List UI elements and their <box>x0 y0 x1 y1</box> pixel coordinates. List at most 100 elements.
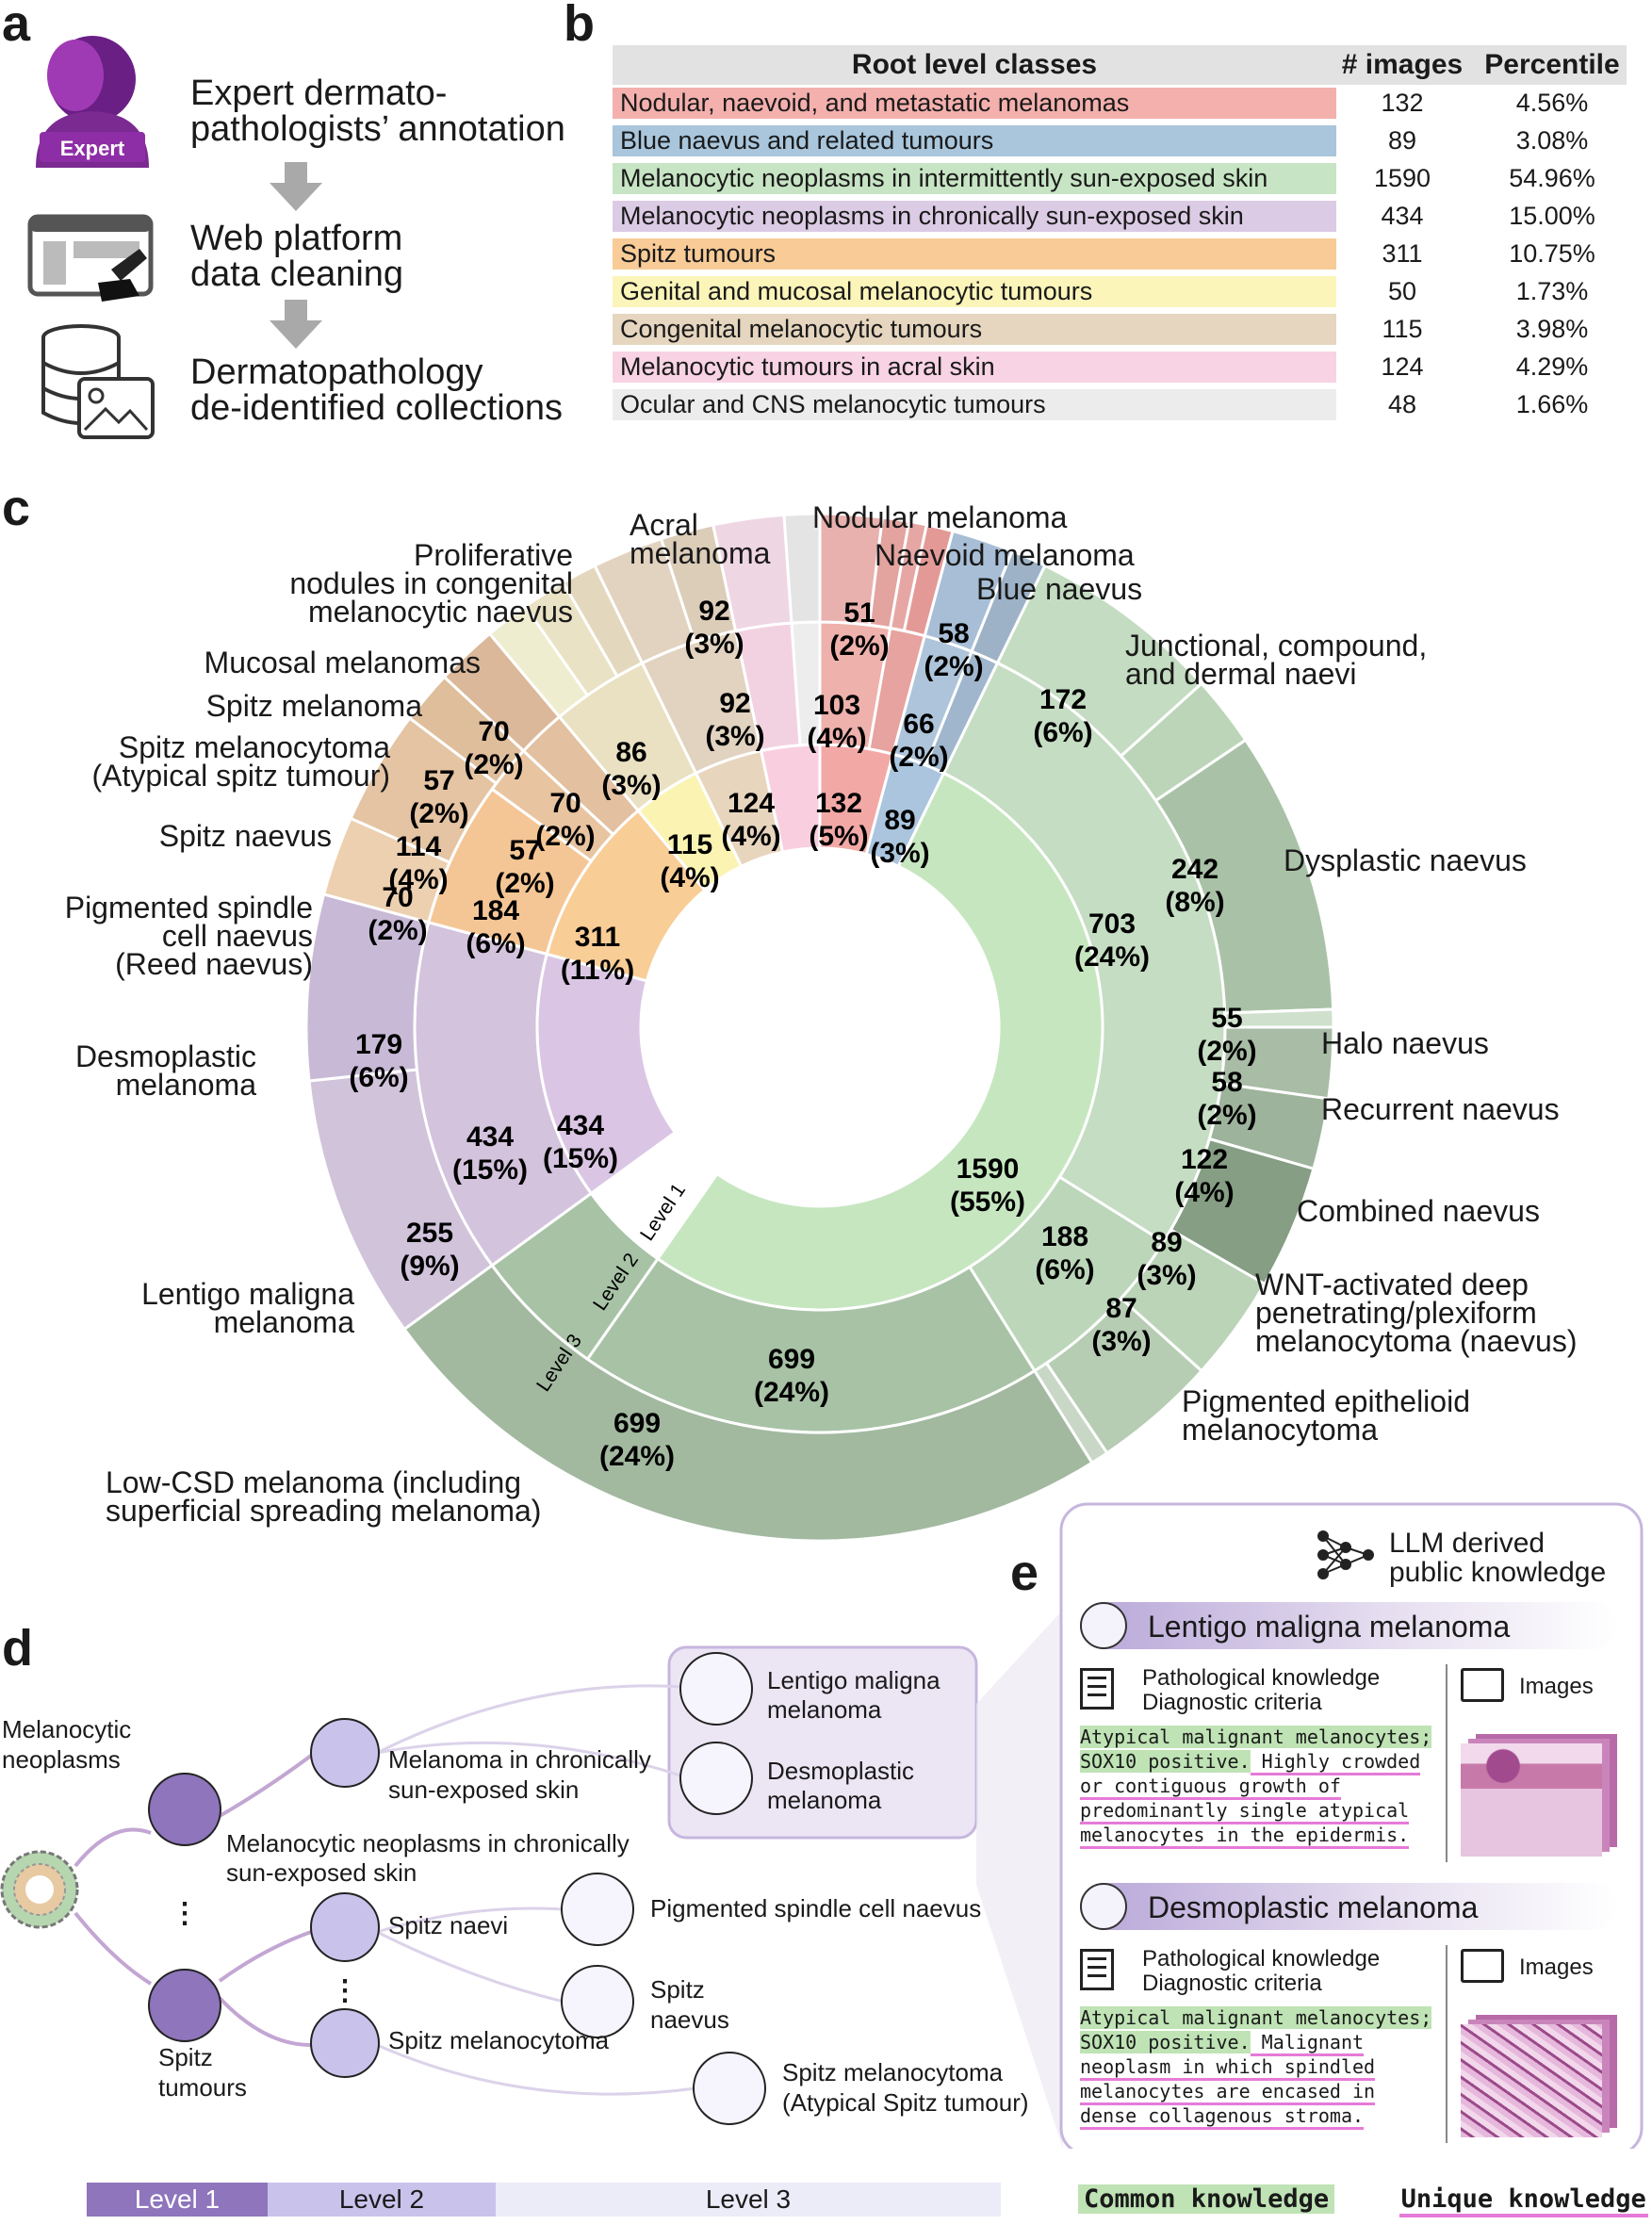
common-knowledge-text: SOX10 positive. <box>1080 2031 1251 2053</box>
legend-level3: Level 3 <box>496 2183 1001 2217</box>
diagnostic-text: Atypical malignant melanocytes;SOX10 pos… <box>1080 2005 1448 2130</box>
table-header: Root level classes # images Percentile <box>613 45 1627 85</box>
level-legend: Level 1 Level 2 Level 3 <box>87 2183 1001 2217</box>
class-table: Root level classes # images Percentile N… <box>613 45 1627 424</box>
image-count-cell: 124 <box>1381 352 1424 381</box>
class-name-cell: Ocular and CNS melanocytic tumours <box>613 389 1336 420</box>
wedge-value-label: 57(2%) <box>495 835 554 899</box>
percentile-cell: 4.56% <box>1515 89 1589 117</box>
text-line: SOX10 positive. Malignant <box>1080 2030 1448 2056</box>
category-label: Junctional, compound,and dermal naevi <box>1125 629 1427 691</box>
card-title-bar <box>1080 1602 1617 1649</box>
percentile-cell: 4.29% <box>1515 352 1589 381</box>
wedge-value-label: 58(2%) <box>924 618 983 682</box>
level3-segment <box>782 512 822 625</box>
wedge-value-label: 434(15%) <box>452 1121 528 1186</box>
image-icon <box>1461 1668 1504 1702</box>
wedge-value-label: 57(2%) <box>409 765 468 829</box>
panel-a-icons: Expert <box>27 36 322 439</box>
diagnostic-text: Atypical malignant melanocytes;SOX10 pos… <box>1080 1725 1448 1849</box>
sunburst-chart: 132(5%)89(3%)1590(55%)434(15%)311(11%)11… <box>65 500 1577 1543</box>
percentile-cell: 10.75% <box>1509 239 1595 268</box>
level3-node <box>679 1742 753 1815</box>
text-line: melanocytes in the epidermis. <box>1080 1823 1448 1849</box>
level1-node <box>148 1773 221 1846</box>
document-icon <box>1080 1949 1114 1990</box>
tree-connectors <box>74 1754 313 2047</box>
wedge-value-label: 89(3%) <box>1137 1227 1196 1291</box>
text-line: dense collagenous stroma. <box>1080 2103 1448 2130</box>
wedge-value-label: 122(4%) <box>1174 1144 1234 1208</box>
unique-knowledge-text: or contiguous growth of <box>1080 1775 1341 1800</box>
flow-arrow-icon <box>270 162 322 349</box>
percentile-cell: 1.73% <box>1515 277 1589 305</box>
common-knowledge-text: Atypical malignant melanocytes; <box>1080 2006 1432 2029</box>
text-line: neoplasm in which spindled <box>1080 2054 1448 2081</box>
wedge-value-label: 179(6%) <box>349 1029 408 1093</box>
wedge-value-label: 703(24%) <box>1074 908 1150 973</box>
category-label: Naevoid melanoma <box>875 538 1135 572</box>
wedge-value-label: 124(4%) <box>721 788 780 852</box>
level2-label: Spitz melanocytoma <box>388 2026 610 2054</box>
image-count-cell: 311 <box>1382 239 1423 268</box>
text-line: melanocytes are encased in <box>1080 2079 1448 2105</box>
wedge-value-label: 255(9%) <box>400 1218 459 1282</box>
category-label: Spitz melanocytoma(Atypical spitz tumour… <box>91 730 390 793</box>
level2-node <box>310 2008 380 2078</box>
class-name-cell: Congenital melanocytic tumours <box>613 314 1336 345</box>
wedge-value-label: 70(2%) <box>464 716 523 780</box>
card-bullet <box>1080 1883 1127 1930</box>
panel-letter-b: b <box>564 0 595 52</box>
table-body: Nodular, naevoid, and metastatic melanom… <box>613 85 1627 424</box>
unique-knowledge-text: dense collagenous stroma. <box>1080 2104 1365 2130</box>
level2-node <box>310 1718 380 1788</box>
wedge-value-label: 434(15%) <box>543 1110 618 1174</box>
images-label: Images <box>1519 1955 1594 1980</box>
class-name-cell: Blue naevus and related tumours <box>613 125 1336 156</box>
category-label: Blue naevus <box>976 572 1142 606</box>
level3-node <box>561 1873 634 1946</box>
wedge-value-label: 311(11%) <box>561 922 634 986</box>
svg-text:Expert: Expert <box>60 137 125 160</box>
card-divider <box>1446 1945 1448 2143</box>
panel-letter-e: e <box>1010 1545 1039 1601</box>
knowledge-card: Desmoplastic melanoma Pathological knowl… <box>1080 1883 1636 2156</box>
level3-node <box>693 2052 766 2125</box>
image-count-cell: 48 <box>1387 390 1417 418</box>
images-label: Images <box>1519 1674 1594 1699</box>
wedge-value-label: 55(2%) <box>1197 1003 1256 1067</box>
level3-node <box>679 1652 753 1726</box>
wedge-value-label: 66(2%) <box>889 709 948 773</box>
wedge-value-label: 115(4%) <box>660 829 719 893</box>
wedge-value-label: 70(2%) <box>535 788 595 852</box>
class-name-cell: Nodular, naevoid, and metastatic melanom… <box>613 88 1336 119</box>
wedge-value-label: 1590(55%) <box>950 1153 1025 1218</box>
percentile-cell: 1.66% <box>1515 390 1589 418</box>
class-name-cell: Melanocytic neoplasms in chronically sun… <box>613 201 1336 232</box>
unique-knowledge-text: melanocytes are encased in <box>1080 2080 1376 2105</box>
panel-letter-d: d <box>2 1620 33 1677</box>
document-icon <box>1080 1668 1114 1710</box>
llm-header: LLM derived public knowledge <box>1389 1528 1607 1588</box>
table-row: Melanocytic neoplasms in chronically sun… <box>613 198 1627 236</box>
neural-network-icon <box>1317 1530 1374 1579</box>
level3-segment <box>401 1263 1094 1543</box>
legend-unique: Unique knowledge <box>1398 2184 1648 2217</box>
ellipsis: ⋮ <box>171 1898 199 1929</box>
step-annotation: Expert dermato- pathologists’ annotation <box>190 74 565 149</box>
category-label: Combined naevus <box>1297 1194 1540 1228</box>
wedge-value-label: 58(2%) <box>1197 1067 1256 1131</box>
legend-common: Common knowledge <box>1078 2184 1335 2214</box>
histology-image <box>1461 1734 1617 1857</box>
